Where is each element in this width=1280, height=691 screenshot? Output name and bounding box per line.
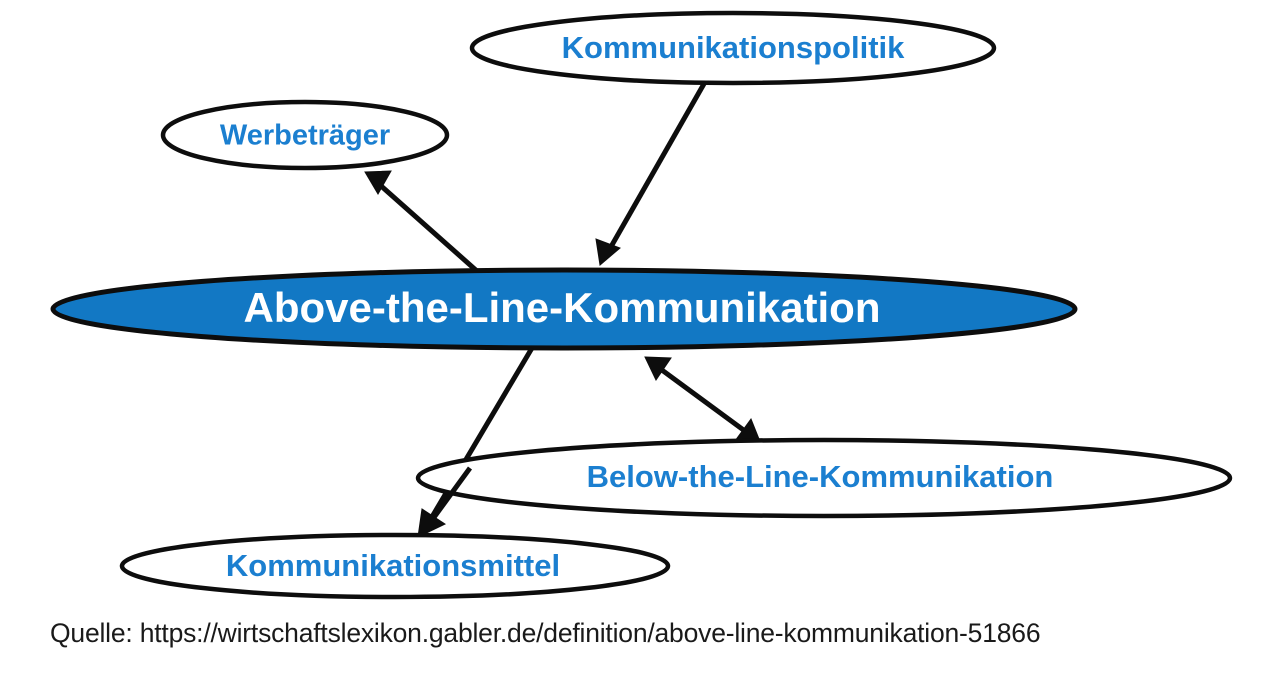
edge-line bbox=[423, 346, 535, 529]
node-label: Kommunikationsmittel bbox=[226, 548, 560, 583]
node-ellipse[interactable] bbox=[415, 437, 1233, 519]
arrow-head-down-left bbox=[417, 508, 447, 538]
node-label: Werbeträger bbox=[220, 120, 390, 152]
node-kommunikationsmittel[interactable]: Kommunikationsmittel bbox=[119, 532, 671, 600]
node-ellipse-highlighted[interactable] bbox=[50, 267, 1078, 351]
edge-line bbox=[649, 359, 755, 440]
node-above-the-line-kommunikation[interactable]: Above-the-Line-Kommunikation bbox=[50, 267, 1078, 351]
arrow-head-up-left bbox=[644, 356, 672, 381]
node-below-the-line-kommunikation[interactable]: Below-the-Line-Kommunikation bbox=[415, 437, 1233, 519]
node-werbetraeger[interactable]: Werbeträger bbox=[160, 99, 450, 171]
edge-kommunikationspolitik-to-main bbox=[595, 80, 708, 266]
edge-main-to-kommunikationsmittel bbox=[423, 346, 535, 529]
node-ellipse[interactable] bbox=[160, 99, 450, 171]
source-caption: Quelle: https://wirtschaftslexikon.gable… bbox=[50, 618, 1041, 648]
node-ellipse[interactable] bbox=[469, 10, 997, 86]
arrow-head-down-left bbox=[595, 238, 621, 266]
node-ellipse[interactable] bbox=[119, 532, 671, 600]
node-label: Below-the-Line-Kommunikation bbox=[587, 459, 1054, 494]
edge-line bbox=[601, 80, 708, 261]
edge-main-to-kommunikationsmittel-head bbox=[417, 466, 473, 538]
node-label: Above-the-Line-Kommunikation bbox=[244, 284, 881, 331]
node-label: Kommunikationspolitik bbox=[562, 30, 906, 65]
edge-line bbox=[369, 175, 480, 274]
edge-main-to-werbetraeger bbox=[364, 170, 480, 274]
edge-main-below-the-line bbox=[644, 356, 762, 445]
arrow-head-up-left bbox=[364, 170, 392, 195]
node-kommunikationspolitik[interactable]: Kommunikationspolitik bbox=[469, 10, 997, 86]
